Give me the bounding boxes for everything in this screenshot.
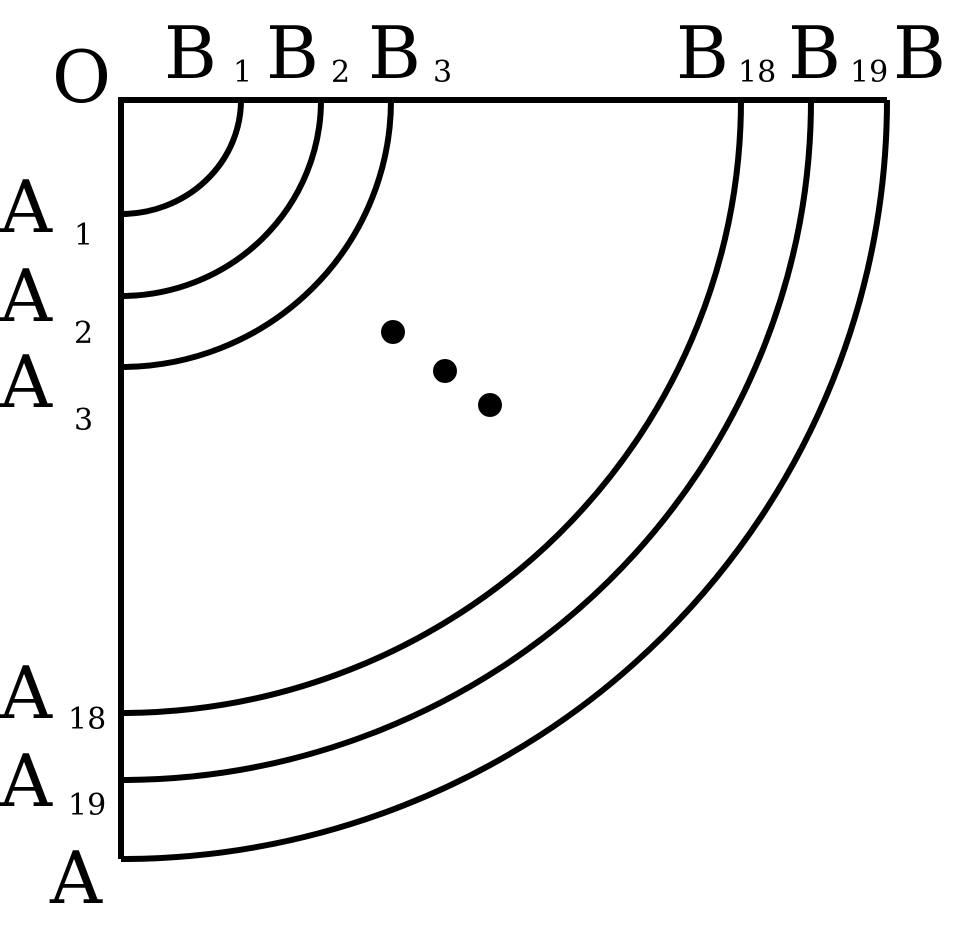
label-b18-letter: B (676, 11, 729, 95)
label-a18-sub: 18 (68, 702, 106, 737)
label-a3-sub: 3 (74, 403, 93, 438)
label-b1-letter: B (164, 11, 217, 95)
ellipsis-dot-2 (433, 359, 457, 383)
label-a2-letter: A (0, 254, 53, 338)
label-b18-sub: 18 (738, 55, 776, 90)
arc-a19-b19 (120, 99, 814, 783)
label-b1-sub: 1 (233, 55, 252, 90)
label-a1-letter: A (0, 165, 53, 249)
label-b3-sub: 3 (433, 55, 452, 90)
label-b3-letter: B (368, 11, 421, 95)
label-a-end: A (49, 836, 103, 920)
arc-a18-b18 (120, 99, 744, 716)
label-b-end: B (893, 11, 946, 95)
ellipsis-dot-3 (478, 393, 502, 417)
label-a3-letter: A (0, 340, 53, 424)
label-a19-sub: 19 (68, 788, 106, 823)
label-a2-sub: 2 (74, 316, 93, 351)
label-a18-letter: A (0, 651, 53, 735)
label-b19-letter: B (788, 11, 841, 95)
arc-a-b (120, 99, 890, 862)
arc-a1-b1 (120, 99, 244, 217)
label-b2-letter: B (266, 11, 319, 95)
label-b2-sub: 2 (331, 55, 350, 90)
label-b19-sub: 19 (850, 55, 888, 90)
label-a19-letter: A (0, 739, 53, 823)
label-a1-sub: 1 (74, 218, 93, 253)
label-origin: O (52, 35, 111, 119)
arc-a3-b3 (120, 99, 394, 370)
arc-a2-b2 (120, 99, 324, 299)
ellipsis-dot-1 (381, 320, 405, 344)
